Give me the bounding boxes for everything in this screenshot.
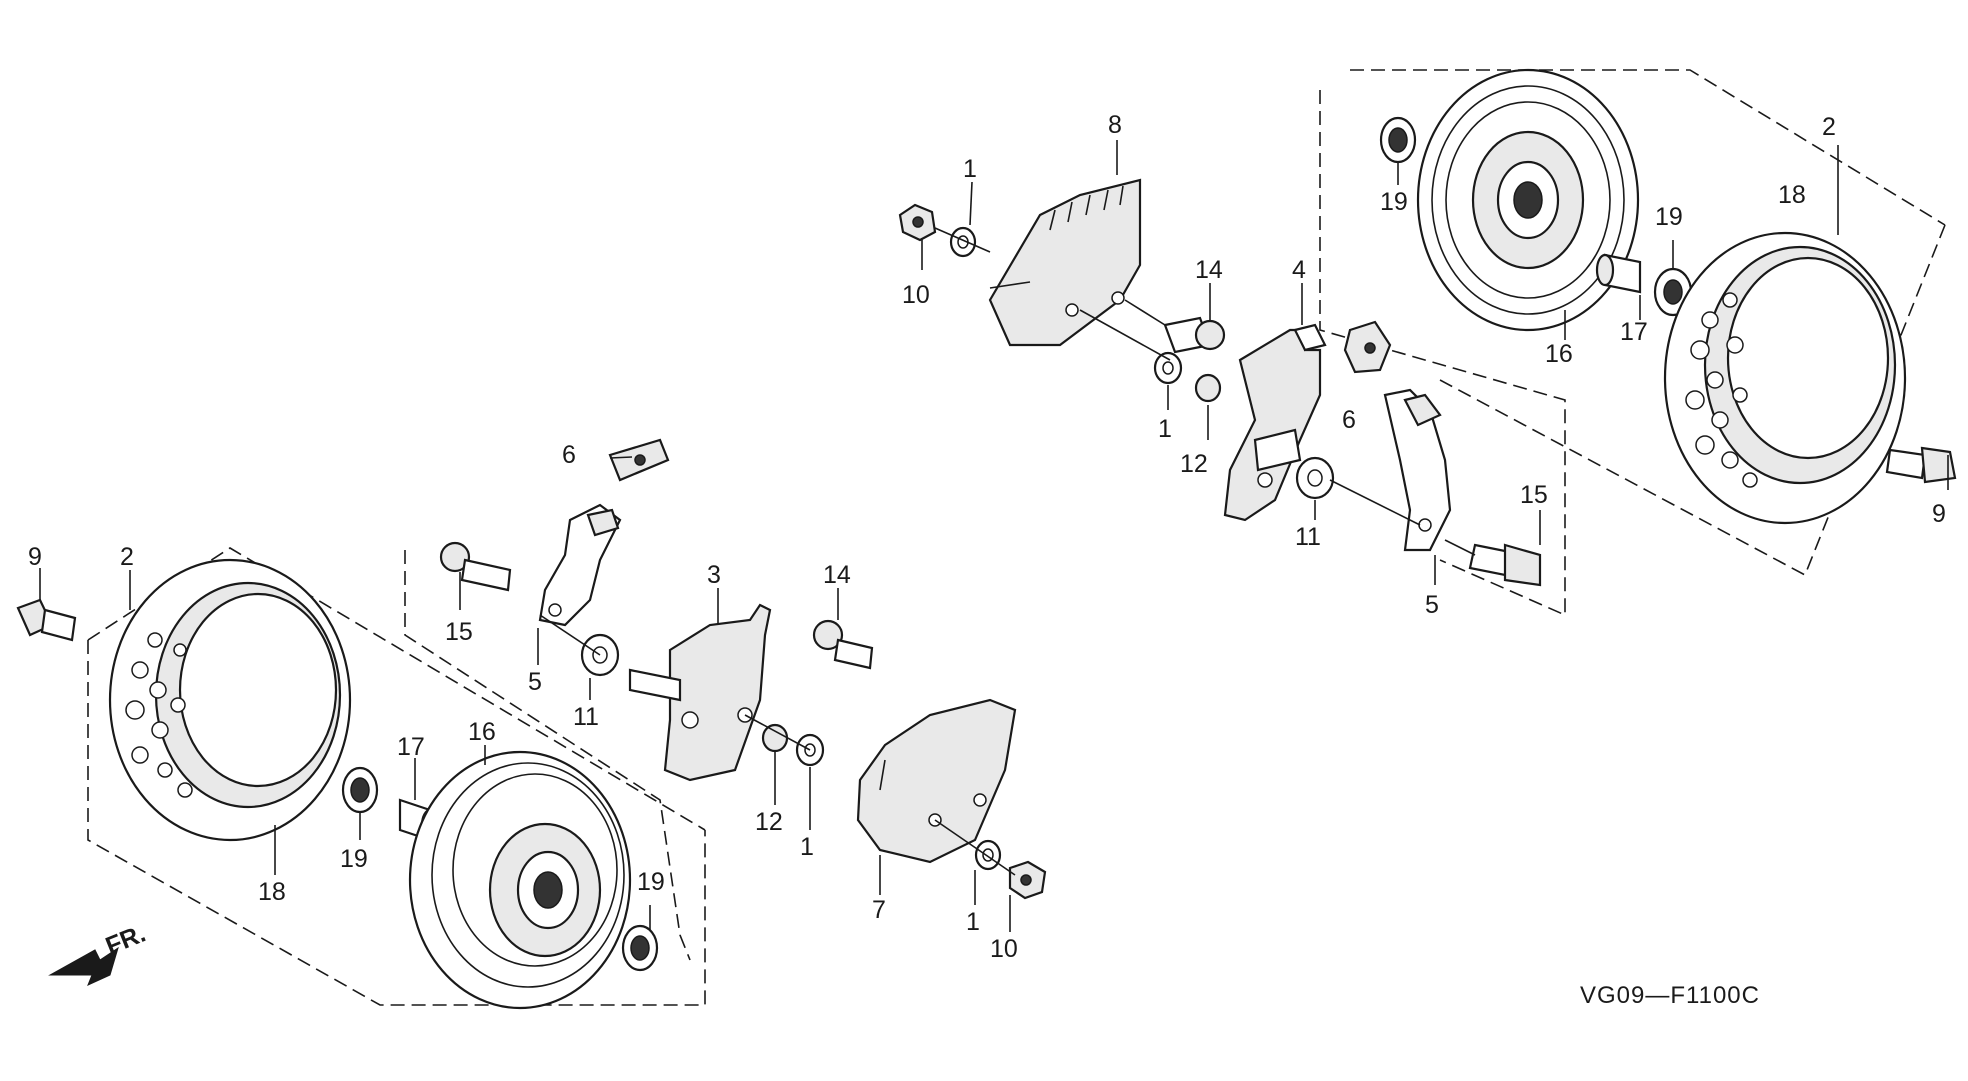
callout-1: 1 [963, 155, 977, 183]
wheel-16-right [1416, 68, 1640, 332]
callout-17: 17 [1620, 318, 1648, 346]
bearing-19-left-b [621, 924, 659, 972]
callout-19: 19 [1655, 203, 1683, 231]
bushing-17-right [1595, 253, 1642, 294]
nut-10-left [1008, 860, 1047, 900]
arrow-left-icon [48, 946, 119, 986]
nut-10-right [898, 203, 937, 242]
adjuster-plate-7 [856, 698, 1017, 864]
right-group-outline-right [1439, 224, 1946, 577]
right-group-outline-top [1350, 69, 1946, 226]
callout-10: 10 [990, 935, 1018, 963]
callout-19: 19 [340, 845, 368, 873]
washer-1-left-bottom [974, 839, 1002, 871]
left-group-outline-top [87, 547, 706, 831]
callout-12: 12 [1180, 450, 1208, 478]
bolt-9-right [1885, 446, 1957, 484]
axis-line-r2 [1079, 309, 1171, 361]
callout-18: 18 [258, 878, 286, 906]
front-label: FR. [102, 920, 150, 961]
callout-15: 15 [445, 618, 473, 646]
bolt-9-left [16, 598, 77, 642]
callout-1: 1 [1158, 415, 1172, 443]
left-wheel-assembly [16, 438, 1047, 1010]
callout-11: 11 [1295, 523, 1321, 551]
callout-10: 10 [902, 281, 930, 309]
callout-8: 8 [1108, 111, 1122, 139]
bearing-19-right-upper [1379, 116, 1417, 164]
bolt-15-right [1444, 539, 1542, 587]
washer-11-right [1295, 456, 1335, 500]
pivot-plate-4 [1223, 323, 1327, 522]
callout-11: 11 [573, 703, 599, 731]
adjuster-plate-8 [988, 178, 1142, 347]
spacer-6-left [608, 438, 670, 482]
callout-18: 18 [1778, 181, 1806, 209]
lever-5-right [1383, 388, 1452, 552]
washer-1-right-mid [1153, 351, 1183, 385]
callout-5: 5 [1425, 591, 1439, 619]
callout-15: 15 [1520, 481, 1548, 509]
callout-14: 14 [1195, 256, 1223, 284]
callout-16: 16 [1545, 340, 1573, 368]
callout-6: 6 [562, 441, 576, 469]
axis-line-l3 [934, 819, 1016, 876]
callout-5: 5 [528, 668, 542, 696]
tire-18-right [1663, 231, 1907, 525]
leader-lines [39, 140, 1949, 932]
right-wheel-assembly [898, 68, 1957, 617]
callout-1: 1 [800, 833, 814, 861]
callout-12: 12 [755, 808, 783, 836]
diagram-code: VG09—F1100C [1580, 982, 1760, 1009]
callout-17: 17 [397, 733, 425, 761]
callout-3: 3 [707, 561, 721, 589]
callout-19: 19 [1380, 188, 1408, 216]
pivot-plate-3 [628, 603, 772, 782]
front-direction-indicator: FR. [48, 920, 150, 986]
collar-12-right [1194, 373, 1222, 403]
callout-7: 7 [872, 896, 886, 924]
callout-9: 9 [28, 543, 42, 571]
right-group-outline-left [1319, 90, 1566, 617]
left-group-outline-bottom [87, 640, 706, 1006]
callout-2: 2 [120, 543, 134, 571]
tire-18-left [108, 558, 352, 842]
bolt-14-left [812, 619, 874, 670]
axis-line-l1 [539, 614, 601, 656]
bolt-14-right [1124, 299, 1226, 354]
callout-9: 9 [1932, 500, 1946, 528]
axis-line-r1 [934, 227, 991, 253]
callout-16: 16 [468, 718, 496, 746]
lever-5-left [538, 503, 622, 627]
bearing-19-left-a [341, 766, 379, 814]
wheel-16-left [408, 750, 632, 1010]
callout-labels: 8 1 10 14 4 6 1 12 11 5 15 19 16 17 19 2… [28, 111, 1946, 963]
collar-12-left [761, 723, 789, 753]
callout-2: 2 [1822, 113, 1836, 141]
axis-line-r3 [1329, 479, 1421, 526]
callout-4: 4 [1292, 256, 1306, 284]
callout-1: 1 [966, 908, 980, 936]
washer-1-right-top [949, 226, 977, 258]
axis-line-l2 [744, 714, 811, 751]
callout-19: 19 [637, 868, 665, 896]
callout-14: 14 [823, 561, 851, 589]
bolt-15-left [439, 541, 512, 592]
spacer-6-right [1343, 320, 1392, 374]
callout-6: 6 [1342, 406, 1356, 434]
left-group-outline-inner [404, 550, 691, 961]
